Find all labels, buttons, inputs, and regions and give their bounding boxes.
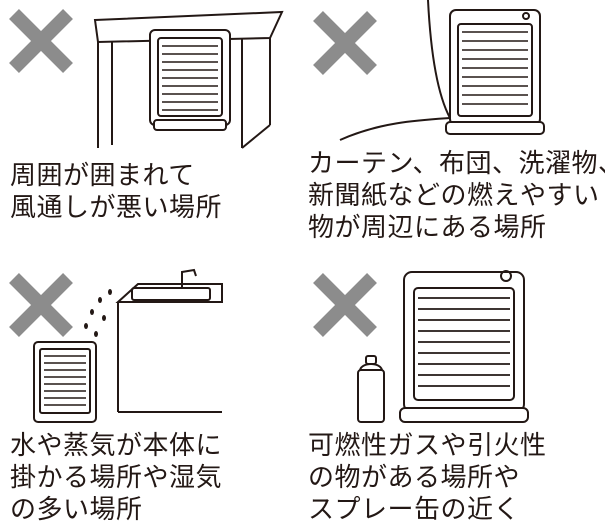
panel-enclosed-space: 周囲が囲まれて 風通しが悪い場所: [0, 0, 300, 262]
caption-enclosed-space: 周囲が囲まれて 風通しが悪い場所: [10, 160, 222, 224]
curtain-heater-illustration: [313, 0, 545, 141]
prohibited-x-icon: [313, 273, 377, 337]
prohibited-x-icon: [9, 273, 73, 337]
caption-flammable-gas: 可燃性ガスや引火性 の物がある場所や スプレー缶の近く: [308, 430, 547, 526]
desk-heater-illustration: [9, 9, 284, 149]
panel-water-steam: 水や蒸気が本体に 掛かる場所や湿気 の多い場所: [0, 262, 300, 526]
spray-heater-illustration: [313, 270, 529, 423]
caption-line: 風通しが悪い場所: [10, 193, 223, 223]
caption-line: 掛かる場所や湿気: [10, 463, 223, 493]
caption-line: の多い場所: [10, 495, 143, 525]
caption-water-steam: 水や蒸気が本体に 掛かる場所や湿気 の多い場所: [10, 430, 222, 526]
caption-near-flammables: カーテン、布団、洗濯物、 新聞紙などの燃えやすい 物が周辺にある場所: [308, 148, 605, 244]
caption-line: 周囲が囲まれて: [10, 161, 195, 191]
prohibited-x-icon: [313, 11, 377, 75]
caption-line: カーテン、布団、洗濯物、: [308, 149, 605, 179]
sink-heater-illustration: [9, 268, 223, 423]
caption-line: 物が周辺にある場所: [308, 213, 547, 243]
panel-flammable-gas: 可燃性ガスや引火性 の物がある場所や スプレー缶の近く: [300, 262, 605, 526]
caption-line: 水や蒸気が本体に: [10, 431, 223, 461]
caption-line: 可燃性ガスや引火性: [308, 431, 547, 461]
panel-near-flammables: カーテン、布団、洗濯物、 新聞紙などの燃えやすい 物が周辺にある場所: [300, 0, 605, 262]
caption-line: 新聞紙などの燃えやすい: [308, 181, 600, 211]
caption-line: スプレー缶の近く: [308, 495, 521, 525]
caption-line: の物がある場所や: [308, 463, 521, 493]
prohibited-x-icon: [9, 9, 73, 73]
